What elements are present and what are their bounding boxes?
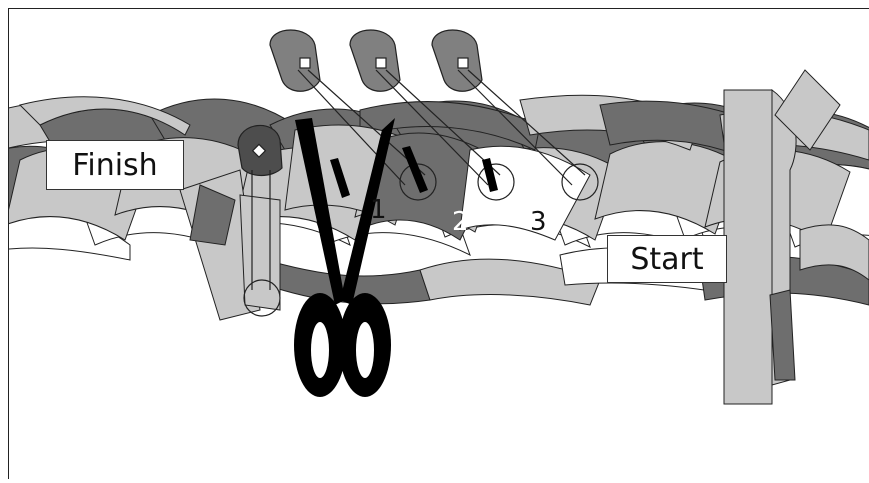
scissors-icon	[294, 118, 395, 397]
safety-pin-icon	[349, 29, 515, 201]
safety-pin-icon	[269, 29, 437, 201]
start-label: Start	[607, 235, 727, 283]
finish-label: Finish	[46, 140, 184, 190]
strand-number-1: 1	[370, 195, 387, 225]
braid-start-end	[723, 69, 841, 405]
strand-number-3: 3	[530, 207, 547, 237]
strand-marks	[330, 146, 498, 198]
safety-pin-icon	[237, 125, 283, 317]
safety-pin-icon	[431, 29, 599, 201]
strand-number-2: 2	[452, 207, 469, 237]
